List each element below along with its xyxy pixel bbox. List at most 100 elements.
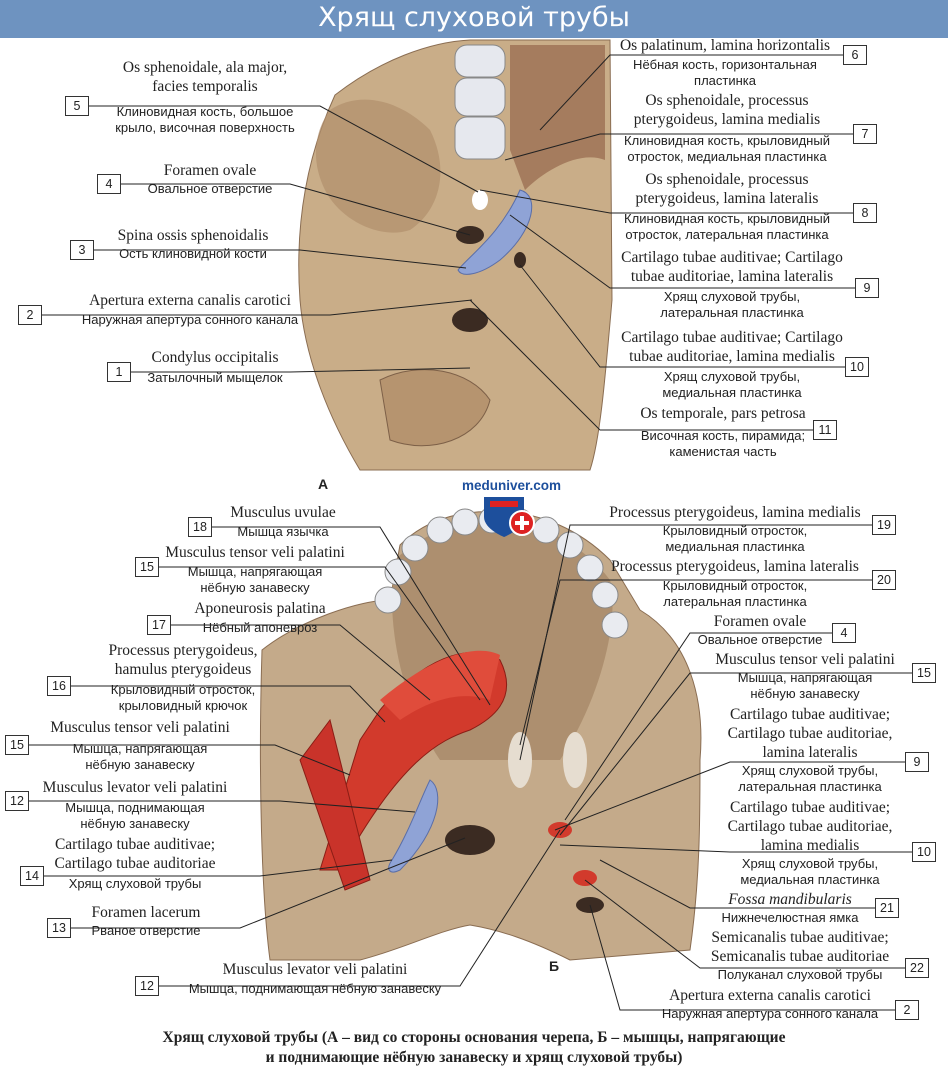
- russian-term: Наружная апертура сонного канала: [81, 312, 299, 327]
- latin-term: Musculus tensor veli palatini: [50, 719, 230, 736]
- label-number-box: 10: [912, 842, 936, 862]
- label-number-box: 22: [905, 958, 929, 978]
- label-number-box: 18: [188, 517, 212, 537]
- label-number-box: 21: [875, 898, 899, 918]
- latin-term: Condylus occipitalis: [151, 349, 279, 366]
- latin-term: Cartilago tubae auditivae; Cartilago tub…: [621, 249, 843, 285]
- russian-term: Мышца, напрягающая нёбную занавеску: [737, 670, 873, 701]
- latin-term: Musculus tensor veli palatini: [165, 544, 345, 561]
- russian-term: Нёбный апоневроз: [202, 620, 318, 635]
- leader-lines: [28, 54, 912, 1011]
- russian-term: Мышца, напрягающая нёбную занавеску: [72, 741, 208, 772]
- russian-term: Клиновидная кость, большое крыло, височн…: [115, 104, 295, 135]
- leader-line: [519, 524, 872, 761]
- skull-base-view-a: [298, 39, 613, 471]
- meduniver-logo[interactable]: meduniver.com: [462, 478, 561, 544]
- russian-term: Овальное отверстие: [147, 181, 273, 196]
- latin-term: Semicanalis tubae auditivae; Semicanalis…: [710, 929, 890, 965]
- label-number-box: 2: [895, 1000, 919, 1020]
- russian-term: Крыловидный отросток, медиальная пластин…: [662, 523, 808, 554]
- latin-term: Os sphenoidale, processus pterygoideus, …: [635, 171, 819, 207]
- label-number-box: 12: [135, 976, 159, 996]
- latin-term: Os sphenoidale, processus pterygoideus, …: [633, 92, 821, 128]
- latin-term: Processus pterygoideus, lamina lateralis: [611, 558, 859, 575]
- figure-label-a: А: [318, 476, 329, 492]
- label-number-box: 4: [97, 174, 121, 194]
- leader-line: [28, 800, 416, 813]
- russian-term: Мышца, напрягающая нёбную занавеску: [187, 564, 323, 595]
- leader-line: [28, 744, 351, 776]
- label-number-box: 20: [872, 570, 896, 590]
- leader-line: [93, 249, 467, 269]
- latin-term: Musculus levator veli palatini: [42, 779, 228, 796]
- latin-term: Cartilago tubae auditivae; Cartilago tub…: [727, 706, 893, 761]
- leader-line: [599, 859, 875, 909]
- latin-term: Aponeurosis palatina: [194, 600, 326, 617]
- leader-line: [554, 761, 905, 831]
- leader-line: [469, 299, 813, 431]
- leader-line: [70, 685, 386, 723]
- label-number-box: 15: [135, 557, 159, 577]
- label-number-box: 14: [20, 866, 44, 886]
- label-number-box: 9: [855, 278, 879, 298]
- label-number-box: 3: [70, 240, 94, 260]
- label-number-box: 7: [853, 124, 877, 144]
- russian-term: Ость клиновидной кости: [119, 246, 267, 261]
- label-number-box: 8: [853, 203, 877, 223]
- russian-term: Клиновидная кость, крыловидный отросток,…: [624, 133, 830, 164]
- russian-term: Нижнечелюстная ямка: [721, 910, 859, 925]
- teeth-a: [454, 44, 506, 160]
- russian-term: Височная кость, пирамида; каменистая час…: [640, 428, 806, 459]
- russian-term: Хрящ слуховой трубы, медиальная пластинк…: [662, 369, 802, 400]
- label-number-box: 1: [107, 362, 131, 382]
- russian-term: Хрящ слуховой трубы, медиальная пластинк…: [740, 856, 880, 887]
- leader-line: [519, 264, 845, 368]
- leader-line: [589, 904, 895, 1011]
- figure-label-b: Б: [549, 958, 560, 974]
- russian-term: Полуканал слуховой трубы: [717, 967, 883, 982]
- russian-term: Клиновидная кость, крыловидный отросток,…: [624, 211, 830, 242]
- leader-line: [170, 624, 431, 701]
- leader-line: [559, 844, 912, 853]
- label-number-box: 9: [905, 752, 929, 772]
- russian-term: Затылочный мыщелок: [147, 370, 283, 385]
- teeth-b: [374, 506, 629, 639]
- figure-caption: Хрящ слуховой трубы (А – вид со стороны …: [162, 1029, 786, 1066]
- russian-term: Хрящ слуховой трубы, латеральная пластин…: [660, 289, 804, 320]
- leader-line: [211, 526, 491, 706]
- russian-term: Нёбная кость, горизонтальная пластинка: [633, 57, 817, 88]
- latin-term: Musculus uvulae: [230, 504, 336, 521]
- leader-line: [564, 632, 832, 821]
- latin-term: Os sphenoidale, ala major, facies tempor…: [122, 59, 288, 95]
- label-number-box: 17: [147, 615, 171, 635]
- leader-line: [519, 579, 872, 746]
- leader-line: [41, 299, 473, 316]
- leader-line: [559, 672, 912, 836]
- latin-term: Musculus tensor veli palatini: [715, 651, 895, 668]
- leader-line: [120, 183, 471, 236]
- latin-term: Cartilago tubae auditivae; Cartilago tub…: [727, 799, 893, 854]
- shield-cross-icon: [484, 497, 535, 537]
- label-number-box: 11: [813, 420, 837, 440]
- leader-line: [43, 859, 393, 877]
- latin-term: Foramen ovale: [163, 162, 257, 179]
- russian-term: Овальное отверстие: [697, 632, 823, 647]
- label-number-box: 15: [912, 663, 936, 683]
- russian-term: Наружная апертура сонного канала: [661, 1006, 879, 1021]
- label-number-box: 13: [47, 918, 71, 938]
- russian-term: Рваное отверстие: [91, 923, 201, 938]
- latin-term: Os temporale, pars petrosa: [640, 405, 806, 422]
- latin-term: Cartilago tubae auditivae; Cartilago tub…: [621, 329, 843, 365]
- label-number-box: 2: [18, 305, 42, 325]
- latin-term: Apertura externa canalis carotici: [669, 987, 871, 1004]
- russian-term: Крыловидный отросток, крыловидный крючок: [110, 682, 256, 713]
- leader-line: [88, 105, 479, 193]
- latin-term: Os palatinum, lamina horizontalis: [619, 37, 831, 54]
- latin-term: Musculus levator veli palatini: [222, 961, 408, 978]
- page-title: Хрящ слуховой трубы: [0, 0, 948, 38]
- label-number-box: 4: [832, 623, 856, 643]
- label-number-box: 19: [872, 515, 896, 535]
- latin-term: Spina ossis sphenoidalis: [117, 227, 269, 244]
- latin-term: Foramen ovale: [713, 613, 807, 630]
